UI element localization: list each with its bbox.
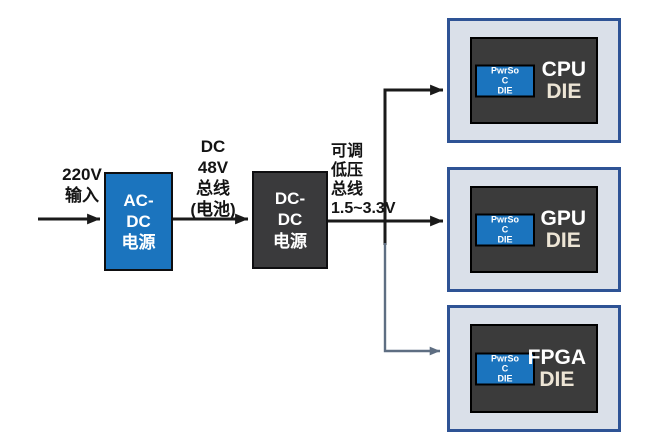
- die-suffix-text: DIE: [545, 228, 581, 252]
- label-dc-48v-bus: DC 48V 总线 (电池): [190, 137, 236, 220]
- die-suffix-text: DIE: [546, 79, 582, 103]
- die-name-text: GPU: [540, 206, 586, 230]
- die-name-text: CPU: [541, 57, 586, 81]
- fpga-die-label: FPGA DIE: [527, 345, 586, 391]
- label-220v-input: 220V 输入: [62, 165, 102, 206]
- fpga-die-package: PwrSo C DIE FPGA DIE: [447, 305, 621, 432]
- label-adjustable-lv-bus: 可调 低压 总线 1.5~3.3V: [331, 143, 396, 217]
- pwrsoc-die-chip: PwrSo C DIE: [475, 213, 535, 246]
- pwrsoc-die-chip: PwrSo C DIE: [475, 64, 535, 97]
- fpga-die-silicon: PwrSo C DIE FPGA DIE: [470, 324, 598, 413]
- pwrsoc-die-chip: PwrSo C DIE: [475, 352, 535, 385]
- node-dcdc-power-supply: DC- DC 电源: [252, 171, 328, 269]
- die-name-text: FPGA: [527, 345, 586, 369]
- cpu-die-silicon: PwrSo C DIE CPU DIE: [470, 37, 598, 124]
- gpu-die-package: PwrSo C DIE GPU DIE: [447, 167, 621, 292]
- node-acdc-power-supply: AC- DC 电源: [104, 172, 173, 271]
- cpu-die-label: CPU DIE: [541, 57, 586, 103]
- cpu-die-package: PwrSo C DIE CPU DIE: [447, 18, 621, 143]
- gpu-die-silicon: PwrSo C DIE GPU DIE: [470, 186, 598, 273]
- gpu-die-label: GPU DIE: [540, 206, 586, 252]
- die-suffix-text: DIE: [539, 367, 575, 391]
- wire-branch-to-fpga-die: [383, 243, 441, 356]
